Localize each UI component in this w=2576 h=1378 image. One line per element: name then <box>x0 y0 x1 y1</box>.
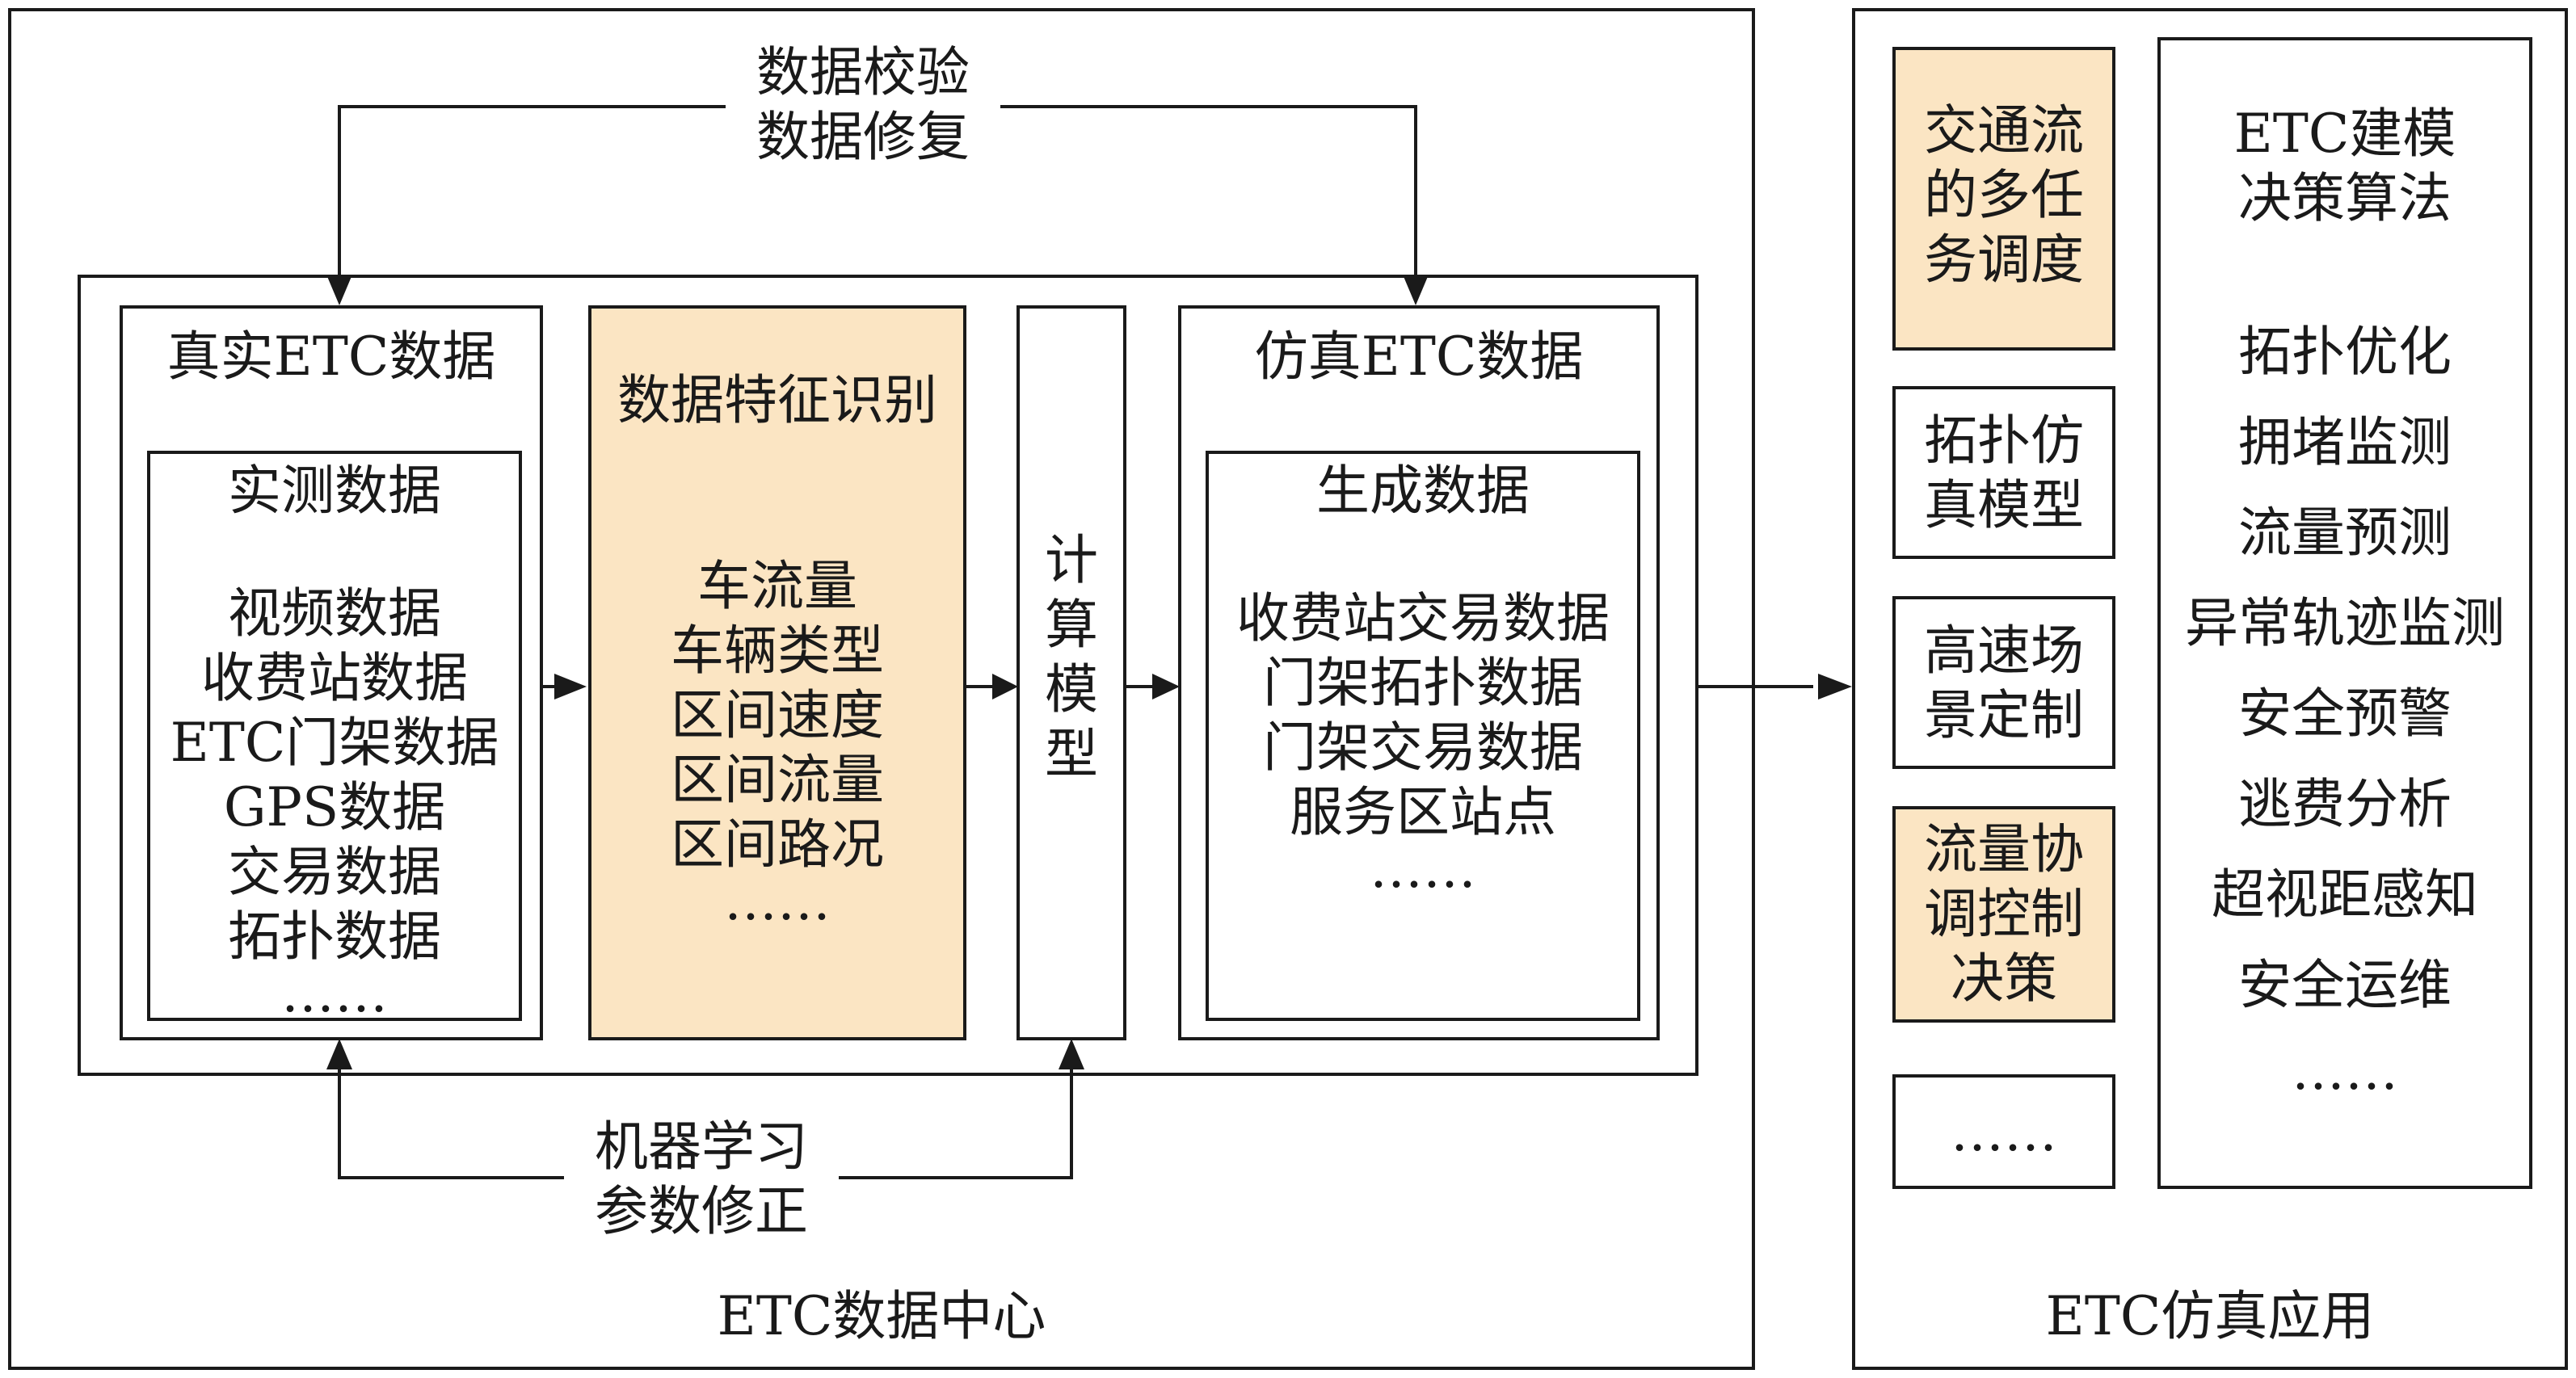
algorithm-item: 拥堵监测 <box>2238 411 2452 473</box>
module-line: 真模型 <box>1924 474 2084 536</box>
computation-model-label: 计 算 模 型 <box>1020 528 1123 787</box>
module-line: 交通流 <box>1924 99 2084 162</box>
module-line: 高速场 <box>1924 620 2084 682</box>
generated-data-box: 生成数据 收费站交易数据 门架拓扑数据 门架交易数据 服务区站点 …… <box>1206 451 1640 1021</box>
module-line: 拓扑仿 <box>1924 410 2084 472</box>
feature-item: 区间路况 <box>671 813 884 876</box>
algorithm-item: 拓扑优化 <box>2238 321 2452 383</box>
model-char: 型 <box>1045 723 1098 785</box>
module-line: 决策 <box>1951 947 2057 1010</box>
algorithm-box: ETC建模 决策算法 拓扑优化 拥堵监测 流量预测 异常轨迹监测 安全预警 逃费… <box>2157 37 2532 1189</box>
algorithm-item: 安全预警 <box>2238 683 2452 745</box>
top-loop-line-2: 数据修复 <box>756 106 970 168</box>
algorithm-title-line: 决策算法 <box>2238 167 2452 229</box>
generated-data-title: 生成数据 <box>1316 460 1530 522</box>
arrowhead-real-to-feature <box>554 674 587 700</box>
generated-item: …… <box>1370 838 1476 900</box>
generated-item: 服务区站点 <box>1290 781 1556 843</box>
module-line: 流量协 <box>1924 818 2084 880</box>
generated-item: 门架交易数据 <box>1263 716 1583 779</box>
module-multitask-scheduling: 交通流 的多任 务调度 <box>1892 47 2115 351</box>
feature-recognition-box: 数据特征识别 车流量 车辆类型 区间速度 区间流量 区间路况 …… <box>588 305 966 1040</box>
algorithm-item: 超视距感知 <box>2212 863 2478 926</box>
measured-item: ETC门架数据 <box>170 712 499 774</box>
feature-item: 车流量 <box>697 555 857 617</box>
feature-list: 车流量 车辆类型 区间速度 区间流量 区间路况 …… <box>591 554 963 932</box>
sim-etc-data-title: 仿真ETC数据 <box>1254 326 1584 388</box>
sim-app-frame: ETC仿真应用 <box>1852 8 2568 1370</box>
algorithm-list: 拓扑优化 拥堵监测 流量预测 异常轨迹监测 安全预警 逃费分析 超视距感知 安全… <box>2161 307 2529 1111</box>
arrowhead-top-right <box>1403 275 1429 305</box>
pipeline-frame <box>78 275 1698 1076</box>
top-loop-line-1: 数据校验 <box>756 41 970 103</box>
module-line: 务调度 <box>1924 229 2084 291</box>
measured-data-list: 视频数据 收费站数据 ETC门架数据 GPS数据 交易数据 拓扑数据 …… <box>150 582 519 1024</box>
feature-item: 车辆类型 <box>671 620 884 682</box>
arrowhead-model-to-sim <box>1152 674 1180 700</box>
arrowhead-top-left <box>326 275 352 305</box>
module-topology-sim-model: 拓扑仿 真模型 <box>1892 386 2115 559</box>
data-center-footer: ETC数据中心 <box>717 1285 1046 1347</box>
algorithm-item: 逃费分析 <box>2238 773 2452 835</box>
data-center-frame: ETC数据中心 <box>8 8 1755 1370</box>
measured-data-box: 实测数据 视频数据 收费站数据 ETC门架数据 GPS数据 交易数据 拓扑数据 … <box>147 451 522 1021</box>
arrowhead-center-to-app <box>1818 674 1852 700</box>
feature-recognition-title: 数据特征识别 <box>617 369 937 431</box>
sim-app-footer: ETC仿真应用 <box>2045 1285 2375 1347</box>
module-line: 的多任 <box>1924 164 2084 226</box>
generated-item: 门架拓扑数据 <box>1263 652 1583 714</box>
algorithm-item: 安全运维 <box>2238 954 2452 1016</box>
arrowhead-bottom-left <box>326 1039 352 1069</box>
arrowhead-feature-to-model <box>992 674 1018 700</box>
measured-item: …… <box>281 962 388 1024</box>
measured-item: 视频数据 <box>228 582 441 645</box>
bottom-loop-label: 机器学习 参数修正 <box>564 1115 839 1244</box>
top-loop-label: 数据校验 数据修复 <box>726 40 1000 170</box>
algorithm-item: …… <box>2292 1040 2398 1102</box>
module-flow-coordination: 流量协 调控制 决策 <box>1892 806 2115 1023</box>
model-char: 模 <box>1045 658 1098 721</box>
arrowhead-bottom-right <box>1059 1039 1084 1069</box>
module-more: …… <box>1892 1074 2115 1189</box>
feature-item: 区间流量 <box>671 749 884 811</box>
measured-item: 收费站数据 <box>201 647 468 709</box>
generated-data-list: 收费站交易数据 门架拓扑数据 门架交易数据 服务区站点 …… <box>1209 586 1637 900</box>
module-highway-scene: 高速场 景定制 <box>1892 596 2115 769</box>
computation-model-box: 计 算 模 型 <box>1017 305 1126 1040</box>
bottom-loop-line-1: 机器学习 <box>595 1115 808 1178</box>
real-etc-data-title: 真实ETC数据 <box>166 326 496 388</box>
model-char: 算 <box>1045 594 1098 656</box>
algorithm-title-line: ETC建模 <box>2233 103 2456 165</box>
algorithm-title: ETC建模 决策算法 <box>2161 102 2529 231</box>
feature-item: 区间速度 <box>671 684 884 746</box>
algorithm-item: 异常轨迹监测 <box>2185 592 2505 654</box>
module-text: 流量协 调控制 决策 <box>1896 817 2112 1011</box>
module-text: 高速场 景定制 <box>1896 619 2112 748</box>
module-text: 拓扑仿 真模型 <box>1896 409 2112 538</box>
feature-item: …… <box>724 870 831 932</box>
module-line: 调控制 <box>1924 883 2084 945</box>
generated-item: 收费站交易数据 <box>1236 587 1610 649</box>
measured-item: GPS数据 <box>223 776 446 838</box>
module-line: 景定制 <box>1924 684 2084 746</box>
module-text: 交通流 的多任 务调度 <box>1896 99 2112 292</box>
bottom-loop-line-2: 参数修正 <box>595 1180 808 1242</box>
measured-data-title: 实测数据 <box>228 460 441 522</box>
module-line: …… <box>1951 1101 2057 1163</box>
measured-item: 交易数据 <box>228 841 441 903</box>
algorithm-item: 流量预测 <box>2238 502 2452 564</box>
measured-item: 拓扑数据 <box>228 905 441 968</box>
model-char: 计 <box>1045 529 1098 591</box>
